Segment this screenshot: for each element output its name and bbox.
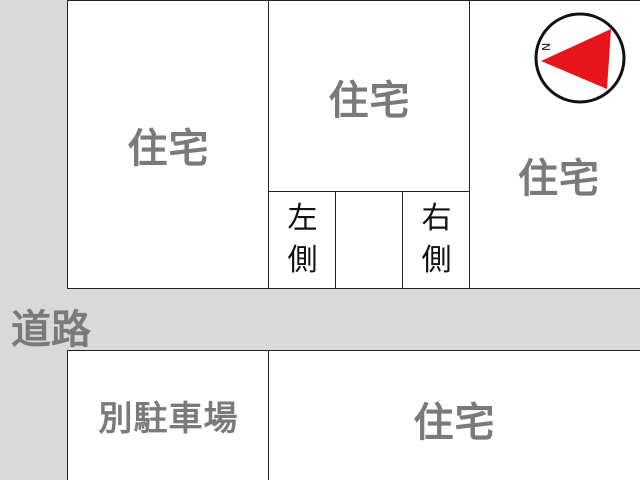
road-label: 道路 bbox=[11, 307, 91, 353]
house-label: 住宅 bbox=[518, 155, 600, 202]
house-lot-center: 住宅 bbox=[268, 0, 471, 193]
parking-lot: 別駐車場 bbox=[67, 350, 270, 480]
left-side-char-2: 側 bbox=[287, 243, 318, 278]
compass-north-label: N bbox=[540, 43, 553, 51]
house-lot-left: 住宅 bbox=[67, 0, 270, 289]
left-side-strip: 左 側 bbox=[268, 191, 337, 289]
house-lot-bottom: 住宅 bbox=[268, 350, 640, 480]
parking-label: 別駐車場 bbox=[98, 399, 239, 439]
house-label: 住宅 bbox=[328, 77, 411, 124]
compass-needle bbox=[541, 29, 611, 89]
center-strip bbox=[335, 191, 404, 289]
compass-icon: N bbox=[534, 12, 626, 104]
right-side-char-1: 右 bbox=[421, 201, 452, 236]
right-side-char-2: 側 bbox=[421, 243, 452, 278]
house-label: 住宅 bbox=[127, 125, 210, 172]
right-side-strip: 右 側 bbox=[402, 191, 471, 289]
left-side-char-1: 左 bbox=[287, 201, 318, 236]
house-label: 住宅 bbox=[413, 399, 496, 446]
